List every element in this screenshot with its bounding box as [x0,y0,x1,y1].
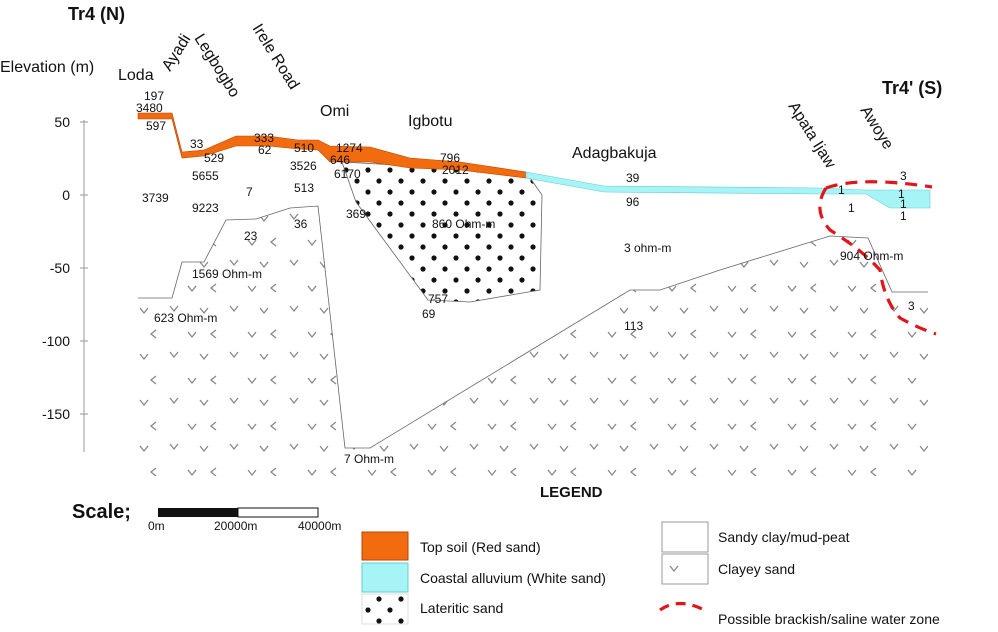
resistivity-label: 5655 [192,169,219,183]
basement-boundary-line [138,205,928,449]
resistivity-label: 3 [908,299,915,313]
resistivity-label: 3480 [136,101,163,115]
resistivity-label: 333 [254,131,274,145]
legend-swatch-saline-zone [659,601,709,614]
legend-swatch-clayey-sand [661,553,709,585]
place-igbotu: Igbotu [408,113,452,130]
y-tick-label: 50 [54,114,70,130]
resistivity-label: 3 [900,169,907,183]
resistivity-label: 529 [204,151,224,165]
place-loda: Loda [118,67,154,84]
resistivity-label: 1 [900,197,907,211]
scale-tick-label: 20000m [214,519,257,533]
resistivity-label: 904 Ohm-m [840,249,903,263]
clayey-sand-layer [138,206,928,476]
title-right: Tr4' (S) [882,78,942,98]
resistivity-label: 6170 [334,167,361,181]
resistivity-label: 39 [626,171,640,185]
resistivity-label: 646 [330,153,350,167]
resistivity-label: 113 [624,319,643,333]
resistivity-label: 3739 [142,191,169,205]
place-ayadi: Ayadi [159,31,194,74]
resistivity-label: 757 [428,292,448,306]
legend-label-coastal-alluvium: Coastal alluvium (White sand) [420,570,606,586]
resistivity-label: 36 [294,217,308,231]
legend-label-top-soil: Top soil (Red sand) [420,539,541,555]
resistivity-label: 860 Ohm-m [432,217,495,231]
clayey-sand-symbol [669,565,679,573]
resistivity-label: 33 [190,137,204,151]
resistivity-label: 7 Ohm-m [344,452,394,466]
place-legbogbo: Legbogbo [191,31,243,100]
legend-label-clayey-sand: Clayey sand [718,561,795,577]
scale-label: Scale; [72,501,131,523]
resistivity-label: 197 [144,89,164,103]
resistivity-label: 3 ohm-m [624,241,671,255]
resistivity-label: 513 [294,181,314,195]
resistivity-label: 3526 [290,159,317,173]
legend-swatch-coastal-alluvium [361,562,409,593]
resistivity-label: 62 [258,143,272,157]
scale-bar-black-segment [158,508,238,517]
resistivity-label: 2012 [442,163,469,177]
scale-tick-label: 0m [148,519,165,533]
y-tick-label: 0 [62,187,70,203]
resistivity-label: 623 Ohm-m [154,311,217,325]
place-omi: Omi [320,103,349,120]
y-axis-label: Elevation (m) [0,59,94,76]
resistivity-label: 7 [246,185,253,199]
legend-swatch-lateritic-sand [361,593,409,625]
place-apata-ijaw: Apata Ijaw [785,99,839,172]
place-irele-road: Irele Road [249,21,303,93]
resistivity-label: 9223 [192,201,219,215]
lateritic-sand-layer [341,161,543,303]
legend-label-lateritic-sand: Lateritic sand [420,600,503,616]
resistivity-label: 1569 Ohm-m [192,267,262,281]
y-tick-label: -100 [42,333,70,349]
scale-bar-white-segment [237,507,319,518]
legend-title: LEGEND [540,484,603,501]
resistivity-label: 1 [838,183,845,197]
resistivity-label: 1 [848,201,855,215]
place-awoye: Awoye [857,103,897,153]
resistivity-label: 1 [898,187,905,201]
resistivity-label: 1 [900,209,907,223]
legend-label-saline-zone: Possible brackish/saline water zone [718,611,940,627]
legend-label-sandy-clay: Sandy clay/mud-peat [718,529,850,545]
y-tick-label: -50 [50,260,70,276]
scale-tick-label: 40000m [298,519,341,533]
coastal-alluvium-layer [525,171,931,209]
saline-zone-outline [818,180,937,336]
resistivity-label: 597 [146,119,166,133]
resistivity-label: 23 [244,229,258,243]
title-left: Tr4 (N) [68,4,125,24]
place-adagbakuja: Adagbakuja [572,145,657,162]
resistivity-label: 1274 [336,141,363,155]
resistivity-label: 796 [440,151,460,165]
resistivity-label: 369 [346,207,366,221]
resistivity-label: 96 [626,195,640,209]
legend-swatch-top-soil [361,531,409,561]
y-tick-label: -150 [42,406,70,422]
legend-swatch-sandy-clay [661,521,709,553]
resistivity-label: 510 [294,141,314,155]
resistivity-label: 69 [422,307,436,321]
